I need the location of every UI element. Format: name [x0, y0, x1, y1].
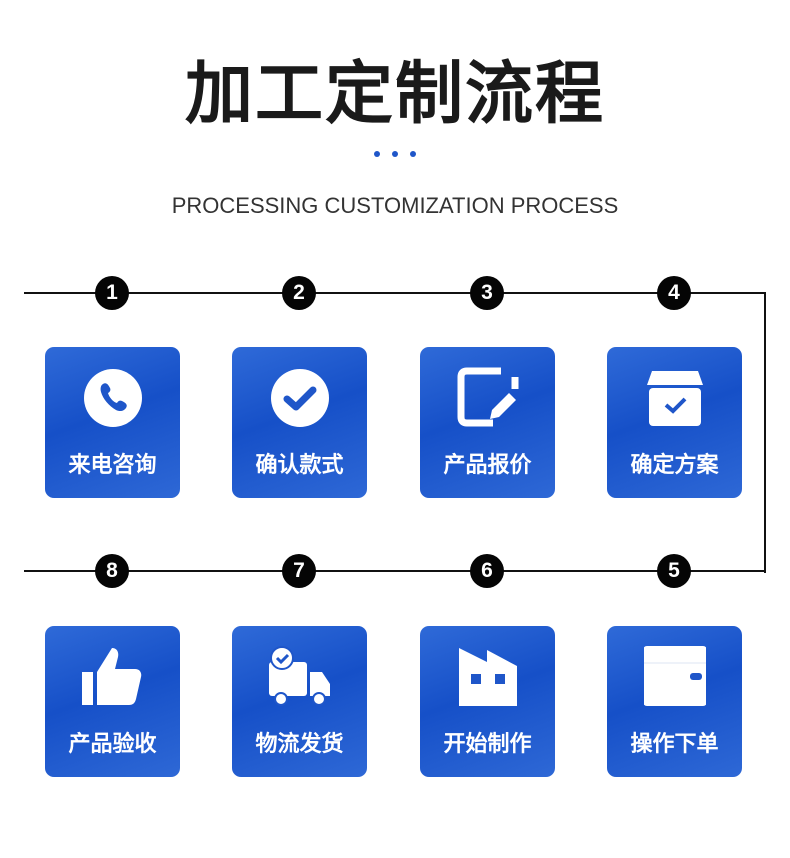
- step-card-6: 开始制作: [420, 626, 555, 777]
- step-number: 5: [657, 554, 691, 588]
- box-check-icon: [647, 371, 703, 426]
- page-title: 加工定制流程: [184, 55, 605, 134]
- step-number: 4: [657, 276, 691, 310]
- step-number: 8: [95, 554, 129, 588]
- step-label: 产品报价: [443, 453, 532, 478]
- step-card-5: 操作下单: [607, 626, 742, 777]
- step-card-2: 确认款式: [232, 347, 367, 498]
- step-label: 确认款式: [255, 453, 344, 478]
- step-card-3: 产品报价: [420, 347, 555, 498]
- check-circle-icon: [271, 369, 329, 427]
- truck-icon: [269, 646, 330, 706]
- decorative-dots: [374, 151, 416, 157]
- step-label: 开始制作: [443, 732, 532, 757]
- factory-icon: [459, 648, 517, 706]
- thumbs-up-icon: [82, 648, 142, 705]
- connector-line-right: [764, 293, 766, 573]
- step-label: 产品验收: [68, 732, 157, 757]
- page-subtitle: PROCESSING CUSTOMIZATION PROCESS: [171, 193, 619, 218]
- connector-line-top: [24, 292, 766, 294]
- step-card-7: 物流发货: [232, 626, 367, 777]
- step-card-4: 确定方案: [607, 347, 742, 498]
- wallet-icon: [644, 646, 706, 706]
- step-card-8: 产品验收: [45, 626, 180, 777]
- step-number: 7: [282, 554, 316, 588]
- step-label: 确定方案: [630, 453, 719, 478]
- edit-quote-icon: [457, 367, 519, 427]
- step-number: 6: [470, 554, 504, 588]
- step-number: 2: [282, 276, 316, 310]
- phone-icon: [84, 369, 142, 427]
- step-card-1: 来电咨询: [45, 347, 180, 498]
- step-number: 3: [470, 276, 504, 310]
- step-label: 物流发货: [255, 732, 344, 757]
- step-label: 操作下单: [630, 732, 719, 757]
- connector-line-bottom: [24, 570, 766, 572]
- step-number: 1: [95, 276, 129, 310]
- step-label: 来电咨询: [68, 453, 157, 478]
